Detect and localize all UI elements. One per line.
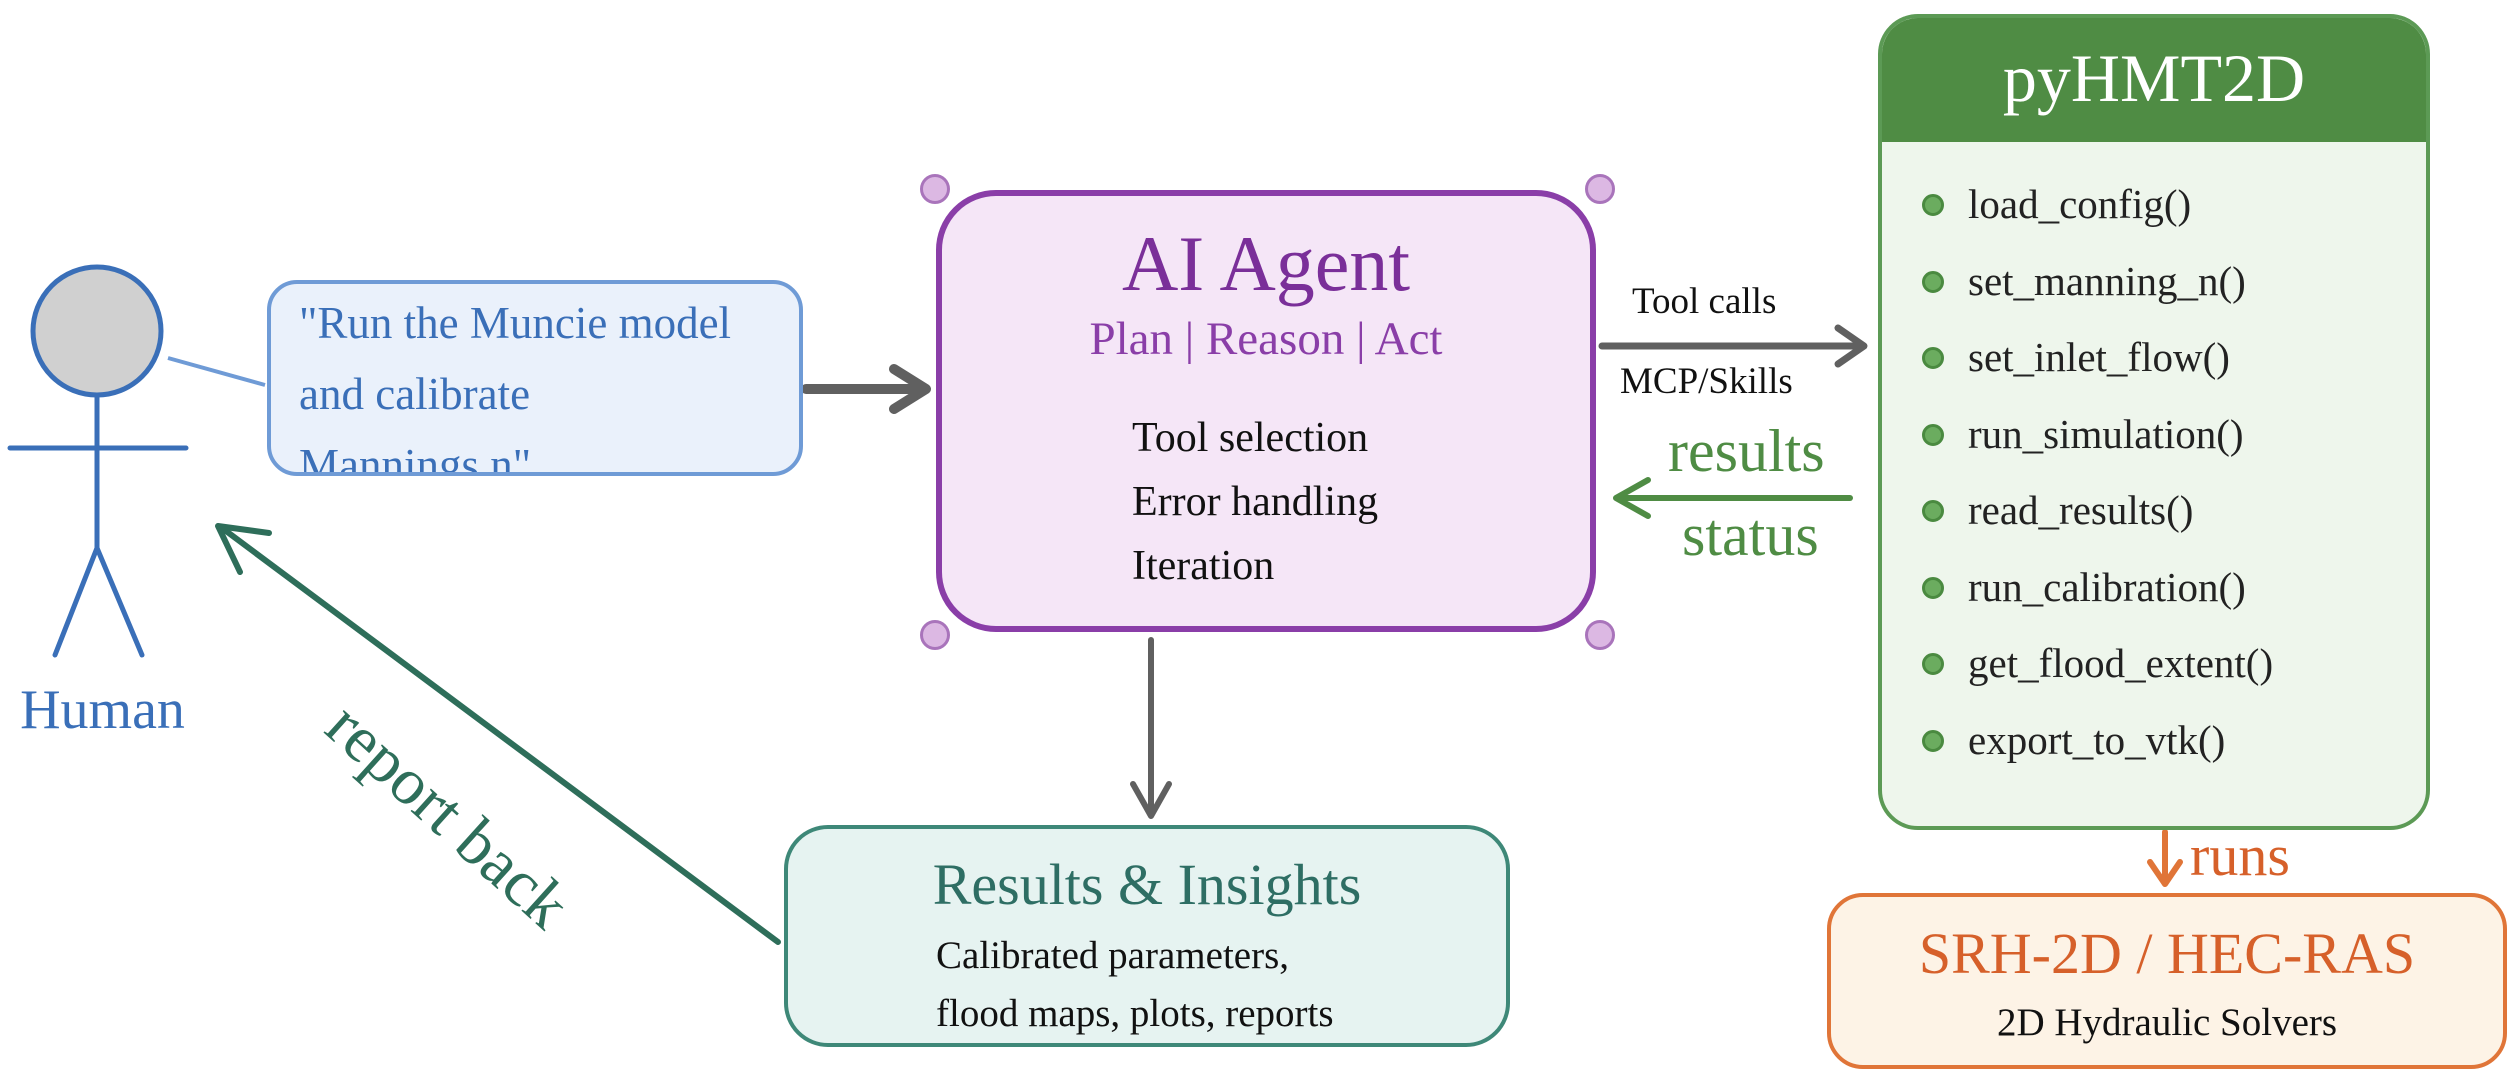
results-line: flood maps, plots, reports (936, 992, 1334, 1035)
bullet-icon (1922, 270, 1944, 293)
runs-label: runs (2190, 823, 2290, 888)
bullet-icon (1922, 500, 1944, 522)
function-item: run_simulation() (1922, 404, 2273, 481)
function-name: set_inlet_flow() (1968, 334, 2230, 380)
mcp-skills-label: MCP/Skills (1620, 361, 1793, 402)
bullet-icon (1922, 347, 1944, 369)
tool-calls-arrow (1598, 324, 1868, 368)
function-item: set_manning_n() (1922, 251, 2273, 328)
function-name: read_results() (1968, 487, 2194, 533)
function-item: get_flood_extent() (1922, 633, 2273, 710)
function-item: export_to_vtk() (1922, 710, 2273, 787)
results-line: Calibrated parameters, (936, 934, 1289, 977)
ai-agent-box[interactable]: AI Agent Plan | Reason | Act Tool select… (936, 190, 1596, 632)
pyhmt2d-function-list: load_config() set_manning_n() set_inlet_… (1922, 174, 2273, 786)
prompt-to-agent-arrow (801, 364, 931, 414)
prompt-box: "Run the Muncie model and calibrate Mann… (267, 280, 803, 476)
pyhmt2d-panel: pyHMT2D load_config() set_manning_n() se… (1878, 14, 2430, 830)
agent-to-results-arrow (1130, 637, 1172, 819)
tool-calls-label: Tool calls (1632, 281, 1777, 322)
human-right-leg (94, 545, 145, 658)
function-name: set_manning_n() (1968, 257, 2246, 304)
agent-capability: Iteration (1132, 543, 1275, 589)
human-left-leg (52, 545, 100, 658)
agent-capability: Error handling (1132, 479, 1379, 525)
prompt-line: and calibrate (299, 369, 531, 419)
human-label: Human (20, 679, 185, 741)
function-name: export_to_vtk() (1968, 716, 2226, 763)
function-name: get_flood_extent() (1968, 640, 2274, 686)
prompt-line: Mannings n" (299, 440, 532, 476)
solver-subtitle: 2D Hydraulic Solvers (1996, 1001, 2338, 1044)
function-name: load_config() (1968, 181, 2192, 227)
status-label: status (1682, 502, 1819, 568)
bullet-icon (1922, 423, 1944, 446)
function-name: run_simulation() (1968, 410, 2244, 457)
results-status-arrow (1613, 477, 1853, 519)
solver-box: SRH-2D / HEC-RAS 2D Hydraulic Solvers (1827, 893, 2507, 1069)
agent-capabilities: Tool selection Error handling Iteration (1132, 406, 1378, 598)
bullet-icon (1922, 194, 1944, 216)
function-item: load_config() (1922, 174, 2273, 251)
pyhmt2d-title: pyHMT2D (2002, 40, 2306, 116)
pyhmt2d-header: pyHMT2D (1882, 18, 2426, 142)
resize-handle-top-right[interactable] (1585, 174, 1615, 204)
speech-connector (167, 356, 266, 387)
prompt-text: "Run the Muncie model and calibrate Mann… (299, 288, 799, 476)
human-head (30, 264, 164, 398)
results-label: results (1668, 418, 1825, 484)
bullet-icon (1922, 653, 1944, 675)
prompt-line: "Run the Muncie model (299, 298, 732, 348)
resize-handle-top-left[interactable] (920, 174, 950, 204)
resize-handle-bottom-right[interactable] (1585, 620, 1615, 650)
function-name: run_calibration() (1968, 563, 2246, 610)
function-item: set_inlet_flow() (1922, 327, 2273, 404)
report-back-arrow (215, 523, 781, 945)
runs-arrow (2147, 829, 2183, 887)
agent-capability: Tool selection (1132, 415, 1369, 461)
resize-handle-bottom-left[interactable] (920, 620, 950, 650)
human-figure (7, 264, 189, 658)
agent-title: AI Agent (1121, 220, 1411, 307)
results-insights-box: Results & Insights Calibrated parameters… (784, 825, 1510, 1047)
solver-title: SRH-2D / HEC-RAS (1918, 921, 2416, 986)
agent-subtitle: Plan | Reason | Act (1089, 313, 1443, 365)
function-item: read_results() (1922, 480, 2273, 557)
results-title: Results & Insights (932, 852, 1362, 917)
bullet-icon (1922, 576, 1944, 599)
function-item: run_calibration() (1922, 557, 2273, 634)
bullet-icon (1922, 729, 1944, 752)
